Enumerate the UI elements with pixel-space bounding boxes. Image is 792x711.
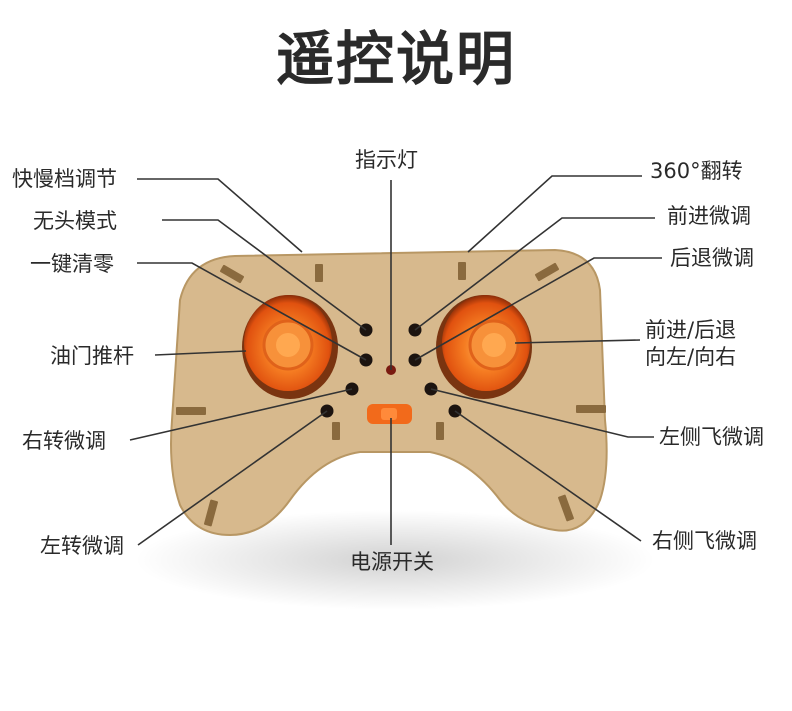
label-backward-trim: 后退微调 [670, 246, 754, 270]
power-switch[interactable] [367, 404, 412, 424]
label-left-turn-trim: 左转微调 [40, 534, 124, 558]
label-power-switch: 电源开关 [350, 550, 434, 574]
label-indicator-light: 指示灯 [355, 148, 418, 172]
controller-board [170, 248, 608, 537]
label-flip-360: 360°翻转 [650, 159, 743, 183]
label-direction-stick-line2: 向左/向右 [645, 345, 737, 369]
label-headless-mode: 无头模式 [33, 209, 117, 233]
label-speed-switch: 快慢档调节 [12, 167, 117, 191]
label-forward-trim: 前进微调 [667, 204, 751, 228]
controller-shadow [135, 510, 655, 610]
label-left-side-fly-trim: 左侧飞微调 [659, 425, 764, 449]
leader-lines [129, 175, 662, 546]
label-direction-stick-line1: 前进/后退 [645, 318, 737, 342]
page-title: 遥控说明 [275, 25, 516, 93]
left-joystick[interactable] [242, 295, 338, 399]
label-right-turn-trim: 右转微调 [22, 429, 106, 453]
board-slots [176, 262, 606, 527]
right-joystick[interactable] [436, 295, 532, 399]
label-throttle-stick: 油门推杆 [50, 344, 134, 368]
label-one-key-clear: 一键清零 [30, 252, 114, 276]
label-right-side-fly-trim: 右侧飞微调 [652, 529, 757, 553]
